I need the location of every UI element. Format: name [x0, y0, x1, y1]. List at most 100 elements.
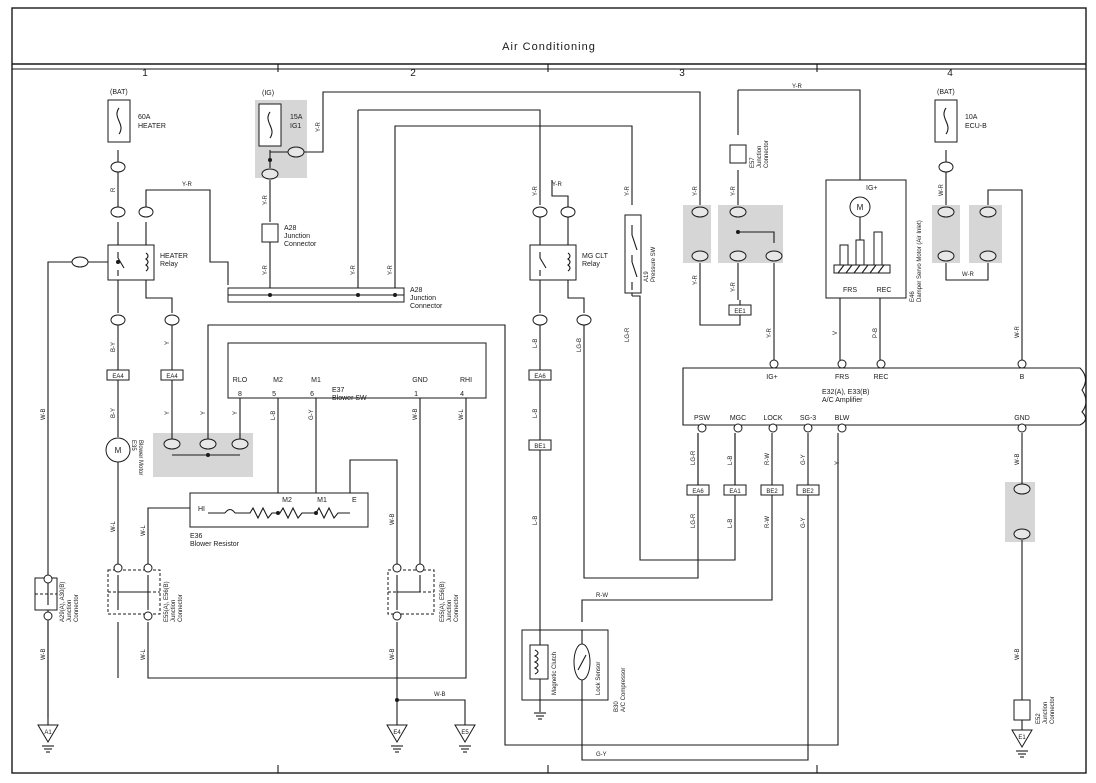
- a28-small-id: A28: [284, 225, 297, 232]
- pin-ovals: [43, 146, 1031, 621]
- wire-label-wl-2: W-L: [459, 408, 465, 420]
- wire-color-labels: R Y-R B-Y B-Y W-B W-L Y Y Y Y L-B G-Y W-…: [41, 84, 1021, 758]
- junction-dot: [268, 158, 272, 162]
- e46-pin-rec: REC: [877, 287, 892, 294]
- e57-line1: Junction: [757, 146, 763, 168]
- ground-e5-label: E5: [461, 730, 469, 736]
- ig1-fuse-name: IG1: [290, 123, 301, 130]
- amp-pin-ig: IG+: [766, 374, 777, 381]
- ground-e1-label: E1: [1018, 735, 1026, 741]
- wire-label-yr-ig2: Y-R: [767, 328, 773, 338]
- column-3-label: 3: [679, 68, 685, 79]
- e46-motor-symbol: M: [857, 203, 864, 212]
- wire-label-rw-2: R-W: [765, 516, 771, 528]
- e37-pin-gnd: GND: [412, 377, 428, 384]
- e55a-line2: Connector: [178, 594, 184, 622]
- b30-compressor: Magnetic Clutch Lock Sensor B30 A/C Comp…: [521, 629, 627, 712]
- e36-pin-hi: HI: [198, 506, 205, 513]
- wire-label-yr-psw: Y-R: [625, 186, 631, 196]
- wire-label-gy-3: G-Y: [801, 517, 807, 528]
- wire-label-wr-1: W-R: [939, 183, 945, 196]
- e55b-line1: Junction: [447, 600, 453, 622]
- e37-name: Blower SW: [332, 395, 367, 402]
- e37-num-gnd: 1: [414, 391, 418, 398]
- connector-ea6-left: EA6: [534, 374, 546, 380]
- wire-label-wb-gnd: W-B: [1015, 453, 1021, 465]
- mg-clt-relay-line2: Relay: [582, 261, 600, 268]
- ground-e1: E1: [1011, 729, 1033, 758]
- mg-clt-relay-line1: MG CLT: [582, 253, 609, 260]
- ig1-fuse-rating: 15A: [290, 114, 303, 121]
- a19-pressure-switch: A19 Pressure SW: [624, 214, 657, 294]
- ecub-fuse-name: ECU-B: [965, 123, 987, 130]
- connector-ea4-right: EA4: [166, 374, 178, 380]
- e36-pin-m1: M1: [317, 497, 327, 504]
- connector-ea6-right: EA6: [692, 489, 704, 495]
- amp-pin-sg3: SG-3: [800, 415, 816, 422]
- wire-label-wb-mid: W-B: [413, 408, 419, 420]
- mg-clt-relay: MG CLT Relay: [529, 244, 609, 281]
- wire-label-lb-2: L-B: [533, 339, 539, 348]
- e36-name: Blower Resistor: [190, 541, 240, 548]
- e46-name: Damper Servo Motor (Air Inlet): [917, 220, 923, 302]
- column-4-label: 4: [947, 68, 953, 79]
- wire-label-wr-2: W-R: [962, 272, 975, 278]
- ground-e4-label: E4: [393, 730, 401, 736]
- e36-blower-resistor: HI M2 M1 E E36 Blower Resistor: [189, 492, 369, 548]
- e46-pin-ig: IG+: [866, 185, 877, 192]
- connector-ea4-left: EA4: [112, 374, 124, 380]
- e55-junction-left: E55(A), E56(B) Junction Connector: [107, 569, 184, 622]
- wire-label-wb-low-2: W-B: [390, 648, 396, 660]
- wire-label-wb-bridge: W-B: [434, 692, 446, 698]
- wire-label-y-4: Y: [233, 411, 239, 415]
- junction-dot: [116, 260, 120, 264]
- amp-pin-gnd: GND: [1014, 415, 1030, 422]
- wire-label-wb-e: W-B: [390, 513, 396, 525]
- connector-be1: BE1: [534, 444, 546, 450]
- e36-pin-e: E: [352, 497, 357, 504]
- e35-id: E35: [130, 440, 136, 451]
- wire-label-yr-5m: Y-R: [693, 186, 699, 196]
- ecub-fuse-source: (BAT): [937, 89, 955, 96]
- a28-bar-line2: Connector: [410, 303, 443, 310]
- amp-pin-lock: LOCK: [763, 415, 782, 422]
- e37-num-rlo: 8: [238, 391, 242, 398]
- diagram-frame: [11, 7, 1087, 774]
- a29-line2: Connector: [74, 594, 80, 622]
- diagram-title: Air Conditioning: [502, 41, 596, 53]
- a29-id: A29(A), A30(B): [60, 582, 66, 622]
- e55-junction-right: E55(A), E56(B) Junction Connector: [387, 569, 460, 622]
- ground-a1: A1: [37, 718, 59, 753]
- a28-small-line2: Connector: [284, 241, 317, 248]
- wire-label-yr-mg: Y-R: [533, 186, 539, 196]
- amp-pin-frs: FRS: [835, 374, 849, 381]
- ig1-fuse-source: (IG): [262, 90, 274, 97]
- wire-label-gy-1: G-Y: [309, 409, 315, 420]
- connector-be2-left: BE2: [766, 489, 778, 495]
- wire-label-gy-2: G-Y: [801, 454, 807, 465]
- a19-name: Pressure SW: [651, 246, 657, 282]
- wire-label-rw-1: R-W: [765, 453, 771, 465]
- ground-e5: E5: [454, 718, 476, 753]
- wire-label-lb-6: L-B: [728, 519, 734, 528]
- connector-ea1: EA1: [729, 489, 741, 495]
- ac-amplifier: IG+ FRS REC B E32(A), E33(B) A/C Amplifi…: [682, 367, 1087, 426]
- heater-relay: HEATER Relay: [107, 244, 188, 281]
- e52-line2: Connector: [1050, 696, 1056, 724]
- amp-pin-mgc: MGC: [730, 415, 746, 422]
- e55a-id: E55(A), E56(B): [164, 581, 170, 622]
- wire-label-wl-1: W-L: [111, 520, 117, 532]
- e35-symbol: M: [115, 446, 122, 455]
- wire-label-y-1: Y: [165, 341, 171, 345]
- a28-small-line1: Junction: [284, 233, 310, 240]
- a29-line1: Junction: [67, 600, 73, 622]
- heater-fuse-name: HEATER: [138, 123, 166, 130]
- a19-id: A19: [644, 271, 650, 282]
- e46-id: E46: [910, 291, 916, 302]
- wire-label-lgb: LG-B: [577, 338, 583, 352]
- ig1-fuse: (IG) 15A IG1: [258, 90, 303, 147]
- wire-label-by-2: B-Y: [111, 408, 117, 418]
- e35-name: Blower Motor: [137, 440, 143, 475]
- wire-label-yr-22: Y-R: [351, 265, 357, 275]
- b30-clutch: Magnetic Clutch: [552, 652, 558, 695]
